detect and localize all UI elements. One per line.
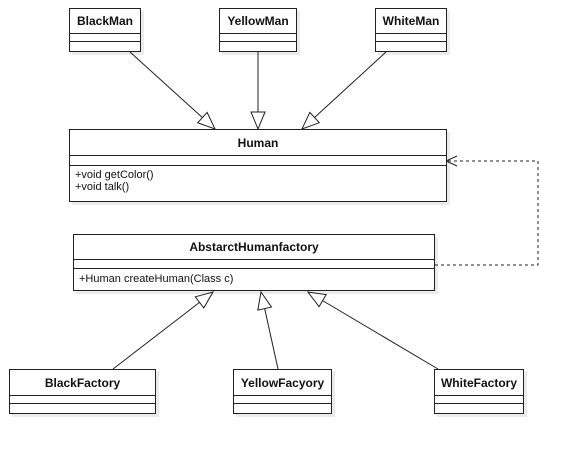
attributes-section: [234, 396, 331, 404]
operations-section: [220, 42, 296, 50]
operation-talk: +void talk(): [75, 181, 130, 193]
class-yellowfacyory[interactable]: YellowFacyory: [233, 369, 332, 414]
class-name: BlackMan: [70, 9, 140, 34]
class-name: WhiteMan: [376, 9, 446, 34]
generalization-yellowfactory-factory: [257, 290, 279, 370]
operations-section: +Human createHuman(Class c): [74, 269, 434, 285]
operations-section: [70, 42, 140, 50]
operations-section: [234, 404, 331, 412]
class-name: WhiteFactory: [435, 370, 523, 396]
attributes-section: [74, 260, 434, 269]
operation-create-human: +Human createHuman(Class c): [79, 273, 234, 285]
attributes-section: [435, 396, 523, 404]
operations-section: [435, 404, 523, 412]
class-name: Human: [70, 130, 446, 156]
operation-get-color: +void getColor(): [75, 169, 154, 181]
class-blackfactory[interactable]: BlackFactory: [9, 369, 156, 414]
class-human[interactable]: Human +void getColor() +void talk(): [69, 129, 447, 202]
attributes-section: [70, 156, 446, 166]
class-whitefactory[interactable]: WhiteFactory: [434, 369, 524, 414]
class-name: BlackFactory: [10, 370, 155, 396]
class-blackman[interactable]: BlackMan: [69, 8, 141, 52]
class-abstract-human-factory[interactable]: AbstarctHumanfactory +Human createHuman(…: [73, 234, 435, 291]
class-whiteman[interactable]: WhiteMan: [375, 8, 447, 52]
generalization-blackfactory-factory: [112, 291, 215, 370]
attributes-section: [376, 34, 446, 42]
class-name: YellowMan: [220, 9, 296, 34]
class-name: YellowFacyory: [234, 370, 331, 396]
generalization-whiteman-human: [301, 51, 387, 130]
operations-section: +void getColor() +void talk(): [70, 166, 446, 193]
generalization-blackman-human: [129, 51, 216, 130]
class-yellowman[interactable]: YellowMan: [219, 8, 297, 52]
attributes-section: [70, 34, 140, 42]
dependency-factory-human: [435, 155, 539, 266]
attributes-section: [10, 396, 155, 404]
class-name: AbstarctHumanfactory: [74, 235, 434, 260]
operations-section: [10, 404, 155, 412]
operations-section: [376, 42, 446, 50]
generalization-whitefactory-factory: [306, 291, 439, 370]
attributes-section: [220, 34, 296, 42]
